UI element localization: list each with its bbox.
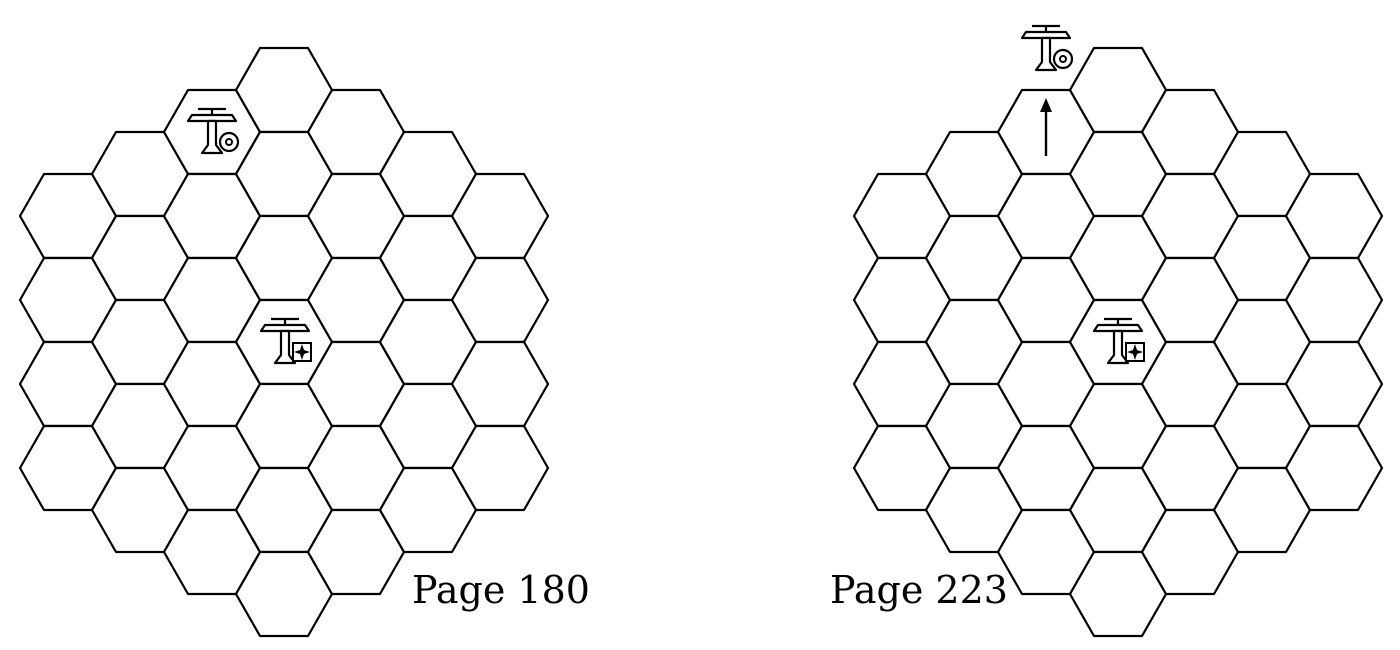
plane-iron-cross-icon[interactable] [259,317,312,365]
pieces-layer [186,107,312,365]
pieces-layer [1020,24,1145,365]
page-label: Page 180 [412,568,590,612]
arrow-up-icon [1040,98,1052,156]
page-label: Page 223 [830,568,1008,612]
plane-roundel-icon[interactable] [1020,24,1074,72]
hex-cell[interactable] [450,424,550,512]
board-page-223: Page 223 [830,24,1384,638]
hex-grid [852,46,1384,638]
plane-roundel-icon[interactable] [186,107,240,155]
plane-iron-cross-icon[interactable] [1092,317,1145,365]
hex-cell[interactable] [1284,424,1384,512]
hex-grid [18,46,550,638]
board-page-180: Page 180 [18,46,590,638]
